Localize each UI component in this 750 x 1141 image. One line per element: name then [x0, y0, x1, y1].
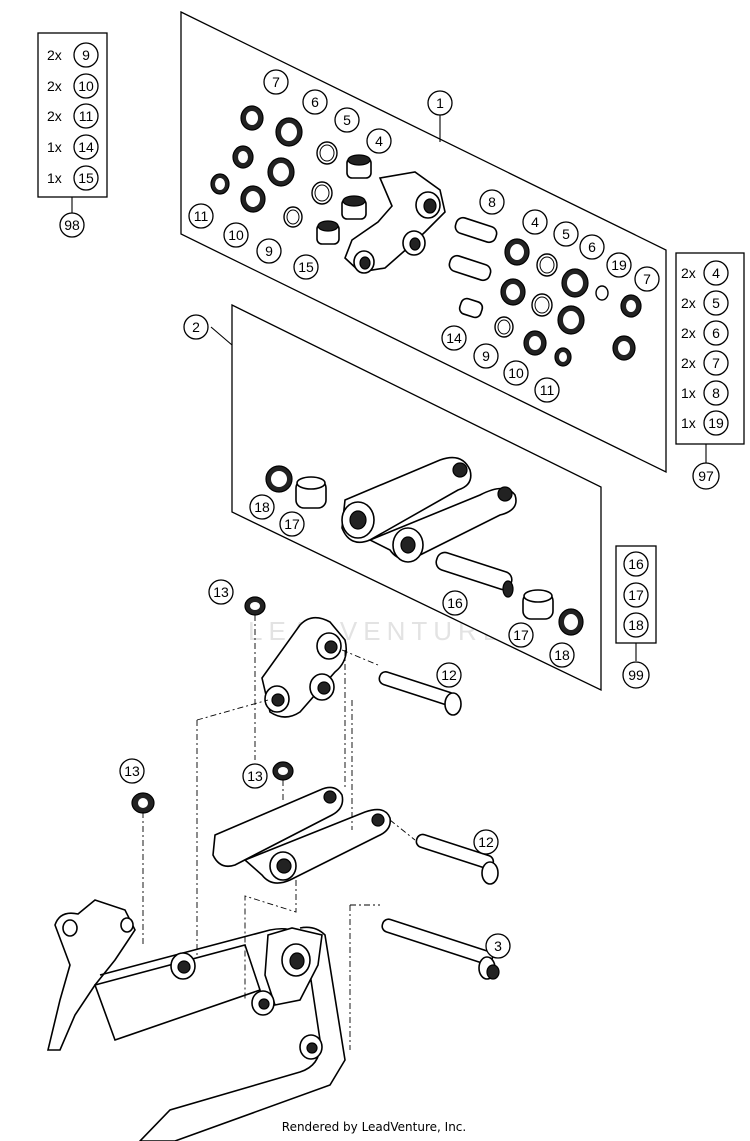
kit-97-qty: 2x	[681, 295, 696, 311]
callout-11[interactable]: 11	[194, 208, 209, 224]
callout-16[interactable]: 16	[628, 556, 644, 572]
callout-6[interactable]: 6	[588, 239, 596, 255]
callout-11[interactable]: 11	[540, 382, 555, 398]
assembly-lines	[142, 615, 416, 1050]
callout-17[interactable]: 17	[513, 627, 529, 643]
kit-97-row: 2x 4	[681, 260, 729, 286]
callout-8[interactable]: 8	[712, 385, 720, 401]
kit-98-qty: 1x	[47, 139, 62, 155]
callout-4[interactable]: 4	[531, 214, 539, 230]
callout-12[interactable]: 12	[441, 667, 457, 683]
callout-19[interactable]: 19	[708, 415, 724, 431]
callout-12[interactable]: 12	[478, 834, 494, 850]
kit-97-row: 1x 19	[681, 410, 729, 436]
footer-credit: Rendered by LeadVenture, Inc.	[282, 1120, 466, 1134]
callout-14[interactable]: 14	[446, 330, 462, 346]
callout-7[interactable]: 7	[712, 355, 720, 371]
kit-98-row: 1x 15	[47, 165, 99, 191]
callout-11[interactable]: 11	[79, 108, 94, 124]
kit-97-box: 2x 4 2x 5 2x 6 2x 7 1x 8 1x 19 97	[675, 252, 745, 490]
callout-13[interactable]: 13	[247, 768, 263, 784]
callout-10[interactable]: 10	[228, 227, 244, 243]
kit-98-box: 2x 9 2x 10 2x 11 1x 14 1x 15 98	[37, 32, 108, 238]
kit-97-row: 1x 8	[681, 380, 729, 406]
kit-98-qty: 1x	[47, 170, 62, 186]
callout-18[interactable]: 18	[554, 647, 570, 663]
callout-8[interactable]: 8	[488, 194, 496, 210]
callout-13[interactable]: 13	[124, 763, 140, 779]
kit-2-parts	[265, 456, 584, 636]
callout-18[interactable]: 18	[628, 617, 644, 633]
callout-19[interactable]: 19	[611, 257, 627, 273]
callout-9[interactable]: 9	[82, 47, 90, 63]
kit-98-qty: 2x	[47, 108, 62, 124]
kit-98-row: 2x 11	[47, 103, 99, 129]
kit-97-qty: 2x	[681, 265, 696, 281]
callout-5[interactable]: 5	[562, 226, 570, 242]
callout-7[interactable]: 7	[272, 74, 280, 90]
callout-15[interactable]: 15	[78, 170, 94, 186]
callout-98[interactable]: 98	[64, 217, 80, 233]
callout-6[interactable]: 6	[311, 94, 319, 110]
callout-16[interactable]: 16	[447, 595, 463, 611]
callout-17[interactable]: 17	[628, 587, 644, 603]
callout-14[interactable]: 14	[78, 139, 94, 155]
kit-98-qty: 2x	[47, 78, 62, 94]
kit-99-box: 16 17 18 99	[615, 545, 657, 689]
kit-97-row: 2x 7	[681, 350, 729, 376]
callout-99[interactable]: 99	[628, 667, 644, 683]
kit-98-qty: 2x	[47, 47, 62, 63]
callout-10[interactable]: 10	[508, 365, 524, 381]
callout-5[interactable]: 5	[712, 295, 720, 311]
kit-97-qty: 2x	[681, 325, 696, 341]
kit-97-qty: 1x	[681, 415, 696, 431]
callout-17[interactable]: 17	[284, 516, 300, 532]
callout-7[interactable]: 7	[643, 271, 651, 287]
callout-18[interactable]: 18	[254, 499, 270, 515]
kit-97-row: 2x 5	[681, 290, 729, 316]
swingarm-assembly	[46, 596, 500, 1141]
callout-10[interactable]: 10	[78, 78, 94, 94]
kit-97-row: 2x 6	[681, 320, 729, 346]
kit-97-qty: 2x	[681, 355, 696, 371]
callout-9[interactable]: 9	[265, 243, 273, 259]
kit-98-row: 1x 14	[47, 134, 99, 160]
callout-1[interactable]: 1	[436, 95, 444, 111]
kit-97-qty: 1x	[681, 385, 696, 401]
callout-15[interactable]: 15	[298, 259, 314, 275]
kit-1-parts	[210, 105, 642, 367]
kit-98-row: 2x 10	[47, 73, 99, 99]
callout-97[interactable]: 97	[698, 468, 714, 484]
callout-4[interactable]: 4	[712, 265, 720, 281]
callout-3[interactable]: 3	[494, 938, 502, 954]
callout-9[interactable]: 9	[482, 348, 490, 364]
callout-5[interactable]: 5	[343, 112, 351, 128]
kit-98-row: 2x 9	[47, 42, 99, 68]
callout-13[interactable]: 13	[213, 584, 229, 600]
callout-2[interactable]: 2	[192, 319, 200, 335]
callout-6[interactable]: 6	[712, 325, 720, 341]
callout-4[interactable]: 4	[375, 133, 383, 149]
diagram-callouts: 1 2 3 7 6 5 4 11 10 9 15 8 4 5 6 19 7 14…	[119, 69, 660, 959]
